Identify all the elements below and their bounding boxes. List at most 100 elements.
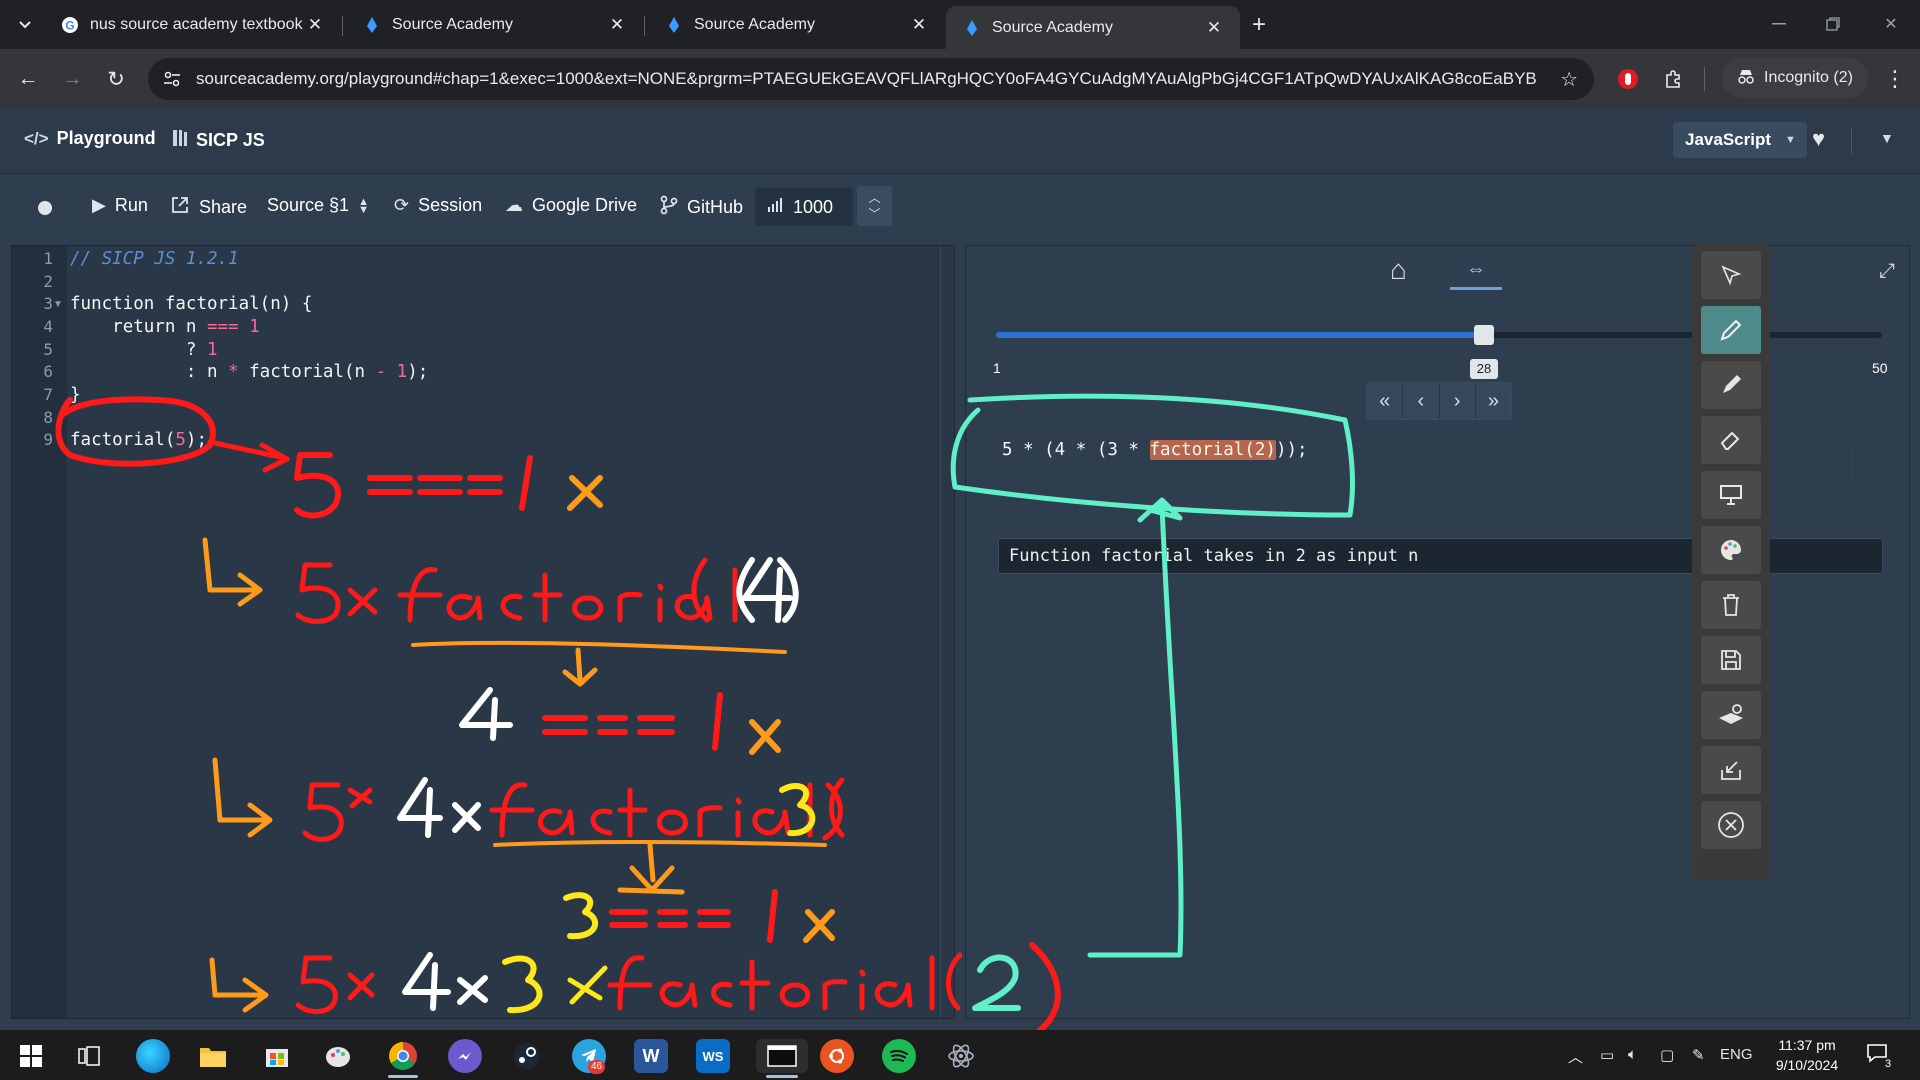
github-button[interactable]: GitHub (660, 195, 743, 220)
browser-tab-3[interactable]: Source Academy ✕ (648, 6, 945, 44)
browser-tab-4-active[interactable]: Source Academy ✕ (946, 6, 1240, 49)
paint-icon[interactable] (322, 1039, 356, 1073)
breakpoint-toggle[interactable] (36, 199, 54, 217)
battery-icon[interactable]: ▭ (1600, 1047, 1615, 1064)
word-icon[interactable]: W (634, 1039, 668, 1073)
browser-tab-2[interactable]: Source Academy ✕ (346, 6, 643, 44)
nav-menu-caret-icon[interactable]: ▼ (1880, 130, 1894, 146)
tool-settings[interactable] (1701, 691, 1761, 739)
next-step-button[interactable]: › (1439, 383, 1476, 419)
back-button[interactable]: ← (12, 63, 44, 95)
task-view-button[interactable] (72, 1039, 106, 1073)
tab-close-icon[interactable]: ✕ (609, 15, 625, 34)
tool-pen[interactable] (1701, 306, 1761, 354)
step-slider-fill (996, 332, 1484, 338)
step-slider-handle[interactable] (1474, 325, 1494, 345)
browser-menu-button[interactable]: ⋮ (1880, 63, 1910, 95)
line-number: 7 (43, 385, 53, 404)
chevron-down-icon[interactable]: ﹀ (868, 207, 881, 221)
reload-button[interactable]: ↻ (100, 63, 132, 95)
fold-caret-icon[interactable]: ▼ (53, 299, 63, 310)
language-select[interactable]: JavaScript ▼ (1673, 122, 1807, 158)
incognito-label: Incognito (2) (1764, 69, 1853, 86)
minimize-button[interactable] (1754, 8, 1804, 40)
run-button[interactable]: ▶ Run (92, 195, 148, 216)
terminal-icon[interactable] (756, 1039, 808, 1073)
tool-marker[interactable] (1701, 361, 1761, 409)
tool-cursor[interactable] (1701, 251, 1761, 299)
trash-icon (1723, 594, 1739, 616)
tray-chevron-up-icon[interactable]: ︿ (1568, 1049, 1584, 1066)
extensions-puzzle-icon[interactable] (1658, 63, 1690, 95)
tab-close-icon[interactable]: ✕ (911, 15, 927, 34)
chapter-select[interactable]: Source §1 ▲▼ (267, 195, 369, 216)
source-academy-app: </> Playground SICP JS JavaScript ▼ ♥ ▼ (0, 108, 1920, 1030)
prev-step-button[interactable]: ‹ (1403, 383, 1440, 419)
last-step-button[interactable]: » (1475, 383, 1511, 419)
network-icon[interactable]: ▢ (1660, 1047, 1675, 1064)
source-academy-icon (664, 15, 684, 35)
tool-clear[interactable] (1701, 581, 1761, 629)
tool-import[interactable] (1701, 746, 1761, 794)
restore-button[interactable] (1808, 8, 1858, 40)
system-clock[interactable]: 11:37 pm 9/10/2024 (1752, 1035, 1862, 1075)
line-number: 6 (43, 362, 53, 381)
tool-close[interactable] (1701, 801, 1761, 849)
forward-button[interactable]: → (56, 63, 88, 95)
browser-tab-1[interactable]: G nus source academy textbook - ✕ (44, 6, 341, 44)
pen-workspace-icon[interactable]: ✎ (1692, 1047, 1705, 1064)
step-slider[interactable] (996, 325, 1882, 345)
extension-adblock-icon[interactable] (1612, 63, 1644, 95)
url-text: sourceacademy.org/playground#chap=1&exec… (196, 69, 1536, 88)
tool-save[interactable] (1701, 636, 1761, 684)
address-bar[interactable]: sourceacademy.org/playground#chap=1&exec… (148, 58, 1594, 100)
tool-eraser[interactable] (1701, 416, 1761, 464)
tab-close-icon[interactable]: ✕ (307, 15, 323, 34)
language-label: JavaScript (1685, 130, 1771, 149)
google-drive-button[interactable]: ☁ Google Drive (505, 195, 637, 216)
nav-playground[interactable]: </> Playground (24, 128, 156, 149)
first-step-button[interactable]: « (1367, 383, 1404, 419)
ubuntu-icon[interactable] (820, 1039, 854, 1073)
bookmark-star-icon[interactable]: ☆ (1560, 69, 1578, 91)
file-explorer-icon[interactable] (196, 1039, 230, 1073)
close-icon: ✕ (1884, 16, 1898, 33)
new-tab-button[interactable]: + (1244, 10, 1274, 40)
editor-scrollbar[interactable] (940, 246, 954, 1018)
session-button[interactable]: ⟳ Session (394, 195, 482, 216)
notification-center-icon[interactable] (1866, 1042, 1888, 1068)
tab-close-icon[interactable]: ✕ (1206, 17, 1222, 37)
tool-whiteboard[interactable] (1701, 471, 1761, 519)
slider-current-label: 28 (1470, 359, 1498, 379)
close-window-button[interactable]: ✕ (1866, 8, 1916, 40)
input-language[interactable]: ENG (1720, 1046, 1753, 1063)
site-info-icon[interactable] (162, 69, 182, 89)
code-editor[interactable]: 1 2 3 ▼ 4 5 6 7 8 9 // SICP JS 1.2.1 fun… (11, 245, 955, 1019)
volume-icon[interactable]: 🔈︎ (1628, 1046, 1638, 1063)
heart-icon[interactable]: ♥ (1812, 126, 1826, 151)
edge-icon[interactable] (136, 1039, 170, 1073)
messenger-icon[interactable] (448, 1039, 482, 1073)
incognito-profile-button[interactable]: Incognito (2) (1722, 58, 1868, 98)
share-button[interactable]: Share (170, 195, 247, 220)
chrome-icon[interactable] (386, 1039, 420, 1073)
steam-icon[interactable] (510, 1039, 544, 1073)
substitution-tab[interactable]: ⇔ (1450, 252, 1502, 290)
tool-color[interactable] (1701, 526, 1761, 574)
home-icon[interactable]: ⌂ (1390, 254, 1407, 285)
start-button[interactable] (14, 1039, 48, 1073)
webstorm-icon[interactable]: WS (696, 1039, 730, 1073)
electron-app-icon[interactable] (944, 1039, 978, 1073)
nav-sicp[interactable]: SICP JS (172, 128, 265, 153)
tab-search-button[interactable] (10, 10, 40, 40)
spotify-icon[interactable] (882, 1039, 916, 1073)
microsoft-store-icon[interactable] (260, 1039, 294, 1073)
execution-limit-stepper[interactable]: ︿ ﹀ (857, 186, 892, 226)
google-drive-label: Google Drive (532, 195, 638, 215)
maximize-icon[interactable]: ⤢ (1879, 260, 1895, 282)
editor-gutter: 1 2 3 ▼ 4 5 6 7 8 9 (12, 246, 67, 1018)
execution-limit-input[interactable]: 1000 (755, 188, 853, 226)
palette-icon (1721, 540, 1741, 560)
cursor-icon (1721, 265, 1742, 286)
chevron-up-icon[interactable]: ︿ (868, 191, 881, 205)
